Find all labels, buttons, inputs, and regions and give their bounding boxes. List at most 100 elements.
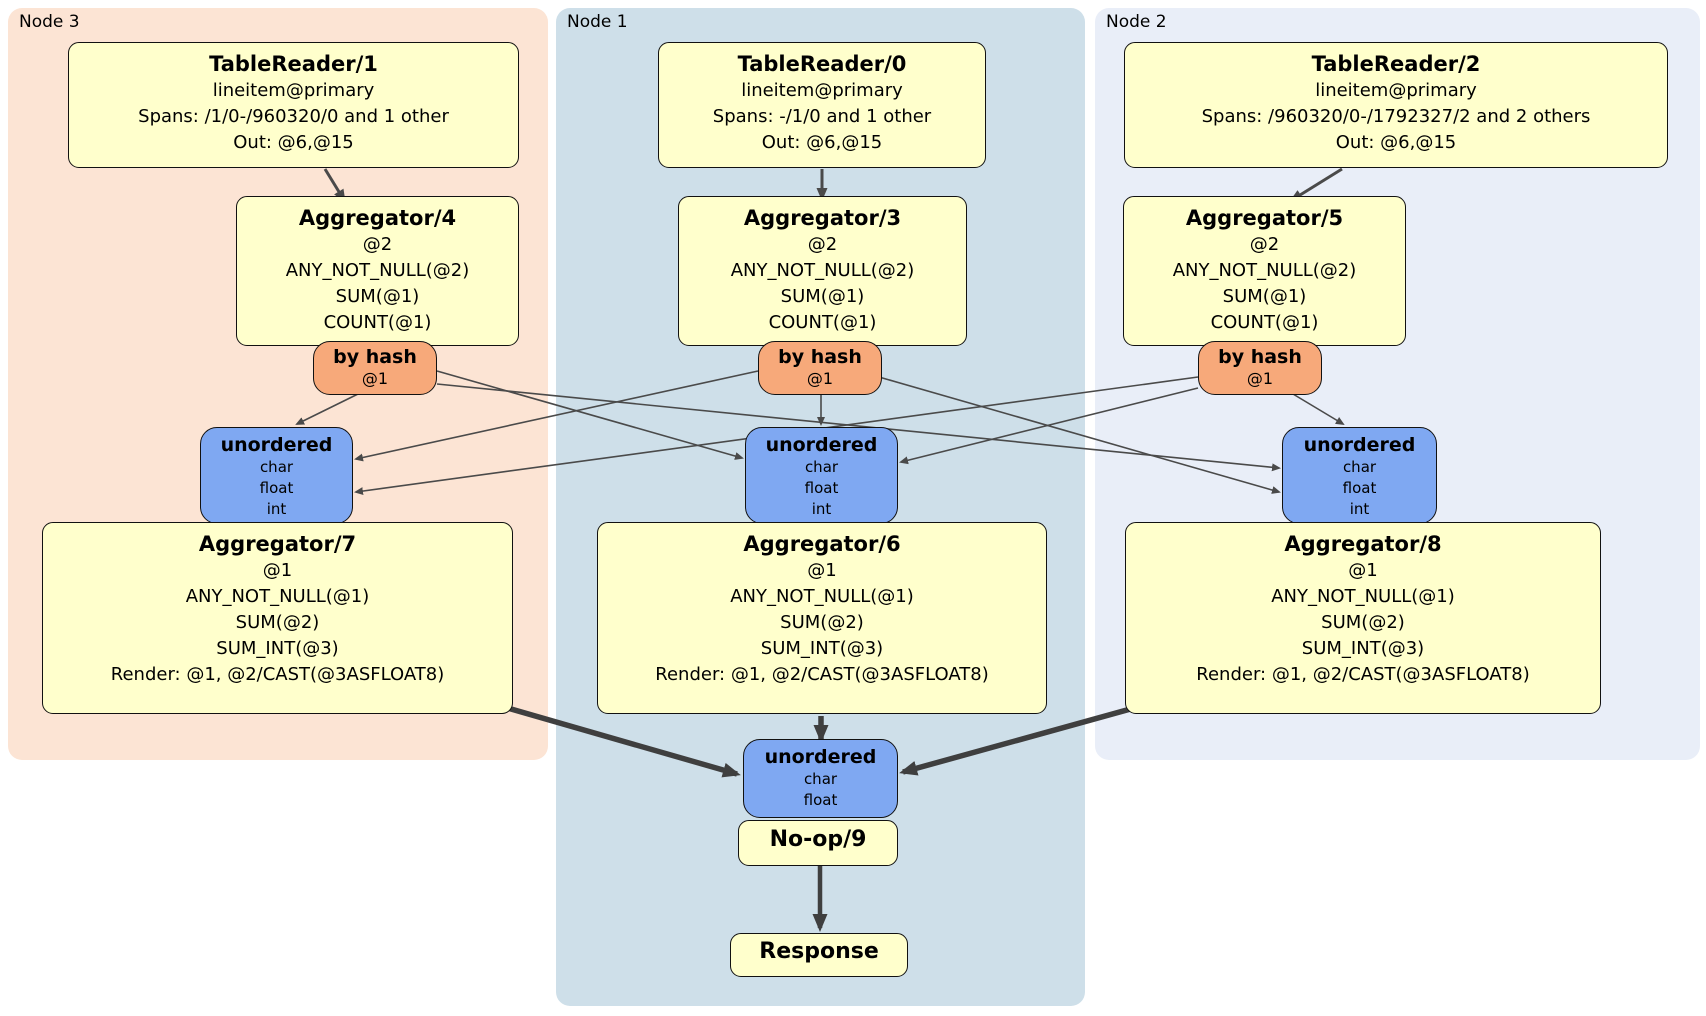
processor-detail: Render: @1, @2/CAST(@3ASFLOAT8) [1196,664,1530,685]
processor-aggregator-3: Aggregator/3 @2 ANY_NOT_NULL(@2) SUM(@1)… [678,196,967,346]
processor-detail: Render: @1, @2/CAST(@3ASFLOAT8) [110,664,445,685]
sync-detail: float [1342,479,1377,497]
sync-detail: int [1349,500,1370,518]
processor-detail: COUNT(@1) [323,312,432,333]
processor-detail: Spans: -/1/0 and 1 other [712,106,932,127]
processor-title: Aggregator/6 [743,532,901,556]
processor-tablereader-1: TableReader/1 lineitem@primary Spans: /1… [68,42,519,168]
router-title: by hash [333,346,417,368]
processor-detail: COUNT(@1) [1210,312,1319,333]
sync-detail: char [259,458,294,476]
edge-agg7-final [496,702,741,778]
processor-detail: @1 [262,560,293,581]
processor-detail: SUM_INT(@3) [760,638,884,659]
processor-detail: ANY_NOT_NULL(@1) [1271,586,1455,607]
router-by-hash-node1: by hash @1 [758,341,882,395]
processor-detail: Spans: /1/0-/960320/0 and 1 other [138,106,449,127]
router-detail: @1 [361,369,389,388]
sync-detail: char [804,458,839,476]
node1-label: Node 1 [567,12,628,32]
processor-detail: COUNT(@1) [768,312,877,333]
router-detail: @1 [1246,369,1274,388]
sync-title: unordered [1303,434,1416,456]
processor-title: Aggregator/5 [1185,206,1344,230]
sync-unordered-node2: unordered char float int [1282,427,1437,524]
processor-aggregator-7: Aggregator/7 @1 ANY_NOT_NULL(@1) SUM(@2)… [42,522,513,714]
processor-detail: SUM_INT(@3) [1301,638,1425,659]
processor-title: TableReader/2 [1311,52,1481,76]
node3-label: Node 3 [19,12,80,32]
processor-detail: @2 [362,234,393,255]
sync-detail: char [803,770,838,788]
processor-title: Aggregator/7 [198,532,357,556]
edge-tr2-agg5 [1289,167,1343,202]
edge-hash3-sync2 [436,383,1281,472]
processor-detail: lineitem@primary [1315,80,1477,101]
processor-response: Response [730,933,908,977]
processor-title: Aggregator/3 [743,206,902,230]
processor-aggregator-8: Aggregator/8 @1 ANY_NOT_NULL(@1) SUM(@2)… [1125,522,1601,714]
processor-title: Aggregator/4 [298,206,457,230]
processor-detail: @1 [1348,560,1378,581]
sync-unordered-node1: unordered char float int [745,427,898,524]
sync-unordered-final: unordered char float [743,739,898,818]
processor-detail: Out: @6,@15 [1335,132,1457,153]
sync-title: unordered [764,746,877,768]
processor-detail: ANY_NOT_NULL(@2) [285,260,470,281]
processor-detail: ANY_NOT_NULL(@1) [185,586,370,607]
sync-unordered-node3: unordered char float int [200,427,353,524]
processor-detail: SUM_INT(@3) [216,638,339,659]
processor-detail: SUM(@1) [1222,286,1307,307]
processor-detail: Spans: /960320/0-/1792327/2 and 2 others [1201,106,1591,127]
processor-title: Response [759,939,879,964]
processor-noop-9: No-op/9 [738,820,898,866]
processor-title: TableReader/1 [209,52,378,76]
router-by-hash-node2: by hash @1 [1198,341,1322,395]
router-by-hash-node3: by hash @1 [313,341,437,395]
processor-aggregator-6: Aggregator/6 @1 ANY_NOT_NULL(@1) SUM(@2)… [597,522,1047,714]
processor-detail: lineitem@primary [741,80,903,101]
processor-aggregator-5: Aggregator/5 @2 ANY_NOT_NULL(@2) SUM(@1)… [1123,196,1406,346]
processor-aggregator-4: Aggregator/4 @2 ANY_NOT_NULL(@2) SUM(@1)… [236,196,519,346]
edge-hash1-sync3 [354,370,759,462]
edge-hash1-sync2 [878,376,1281,494]
sync-detail: char [1342,458,1377,476]
processor-detail: SUM(@2) [1321,612,1405,633]
processor-detail: ANY_NOT_NULL(@1) [730,586,914,607]
sync-detail: int [811,500,832,518]
processor-detail: SUM(@1) [335,286,420,307]
processor-detail: @2 [807,234,838,255]
processor-title: No-op/9 [769,827,867,852]
processor-detail: lineitem@primary [212,80,375,101]
sync-detail: float [804,479,839,497]
router-title: by hash [778,346,862,368]
processor-detail: Out: @6,@15 [761,132,883,153]
router-title: by hash [1218,346,1302,368]
processor-detail: @2 [1249,234,1280,255]
sync-detail: float [259,479,294,497]
edge-hash3-sync3 [295,393,359,425]
edge-hash2-sync2 [1292,393,1345,426]
processor-detail: SUM(@1) [780,286,865,307]
processor-detail: @1 [807,560,837,581]
sync-detail: float [803,791,838,809]
processor-detail: SUM(@2) [235,612,320,633]
processor-title: Aggregator/8 [1284,532,1442,556]
sync-title: unordered [220,434,333,456]
processor-detail: ANY_NOT_NULL(@2) [1172,260,1357,281]
edge-agg8-final [899,702,1146,776]
edge-hash2-sync1 [899,387,1199,465]
processor-detail: SUM(@2) [780,612,864,633]
processor-detail: ANY_NOT_NULL(@2) [730,260,915,281]
processor-detail: Render: @1, @2/CAST(@3ASFLOAT8) [655,664,989,685]
sync-detail: int [266,500,287,518]
node2-label: Node 2 [1106,12,1167,32]
processor-tablereader-2: TableReader/2 lineitem@primary Spans: /9… [1124,42,1668,168]
processor-title: TableReader/0 [737,52,907,76]
edge-tr1-agg4 [323,168,346,203]
router-detail: @1 [806,369,834,388]
sync-title: unordered [765,434,878,456]
processor-detail: Out: @6,@15 [233,132,354,153]
